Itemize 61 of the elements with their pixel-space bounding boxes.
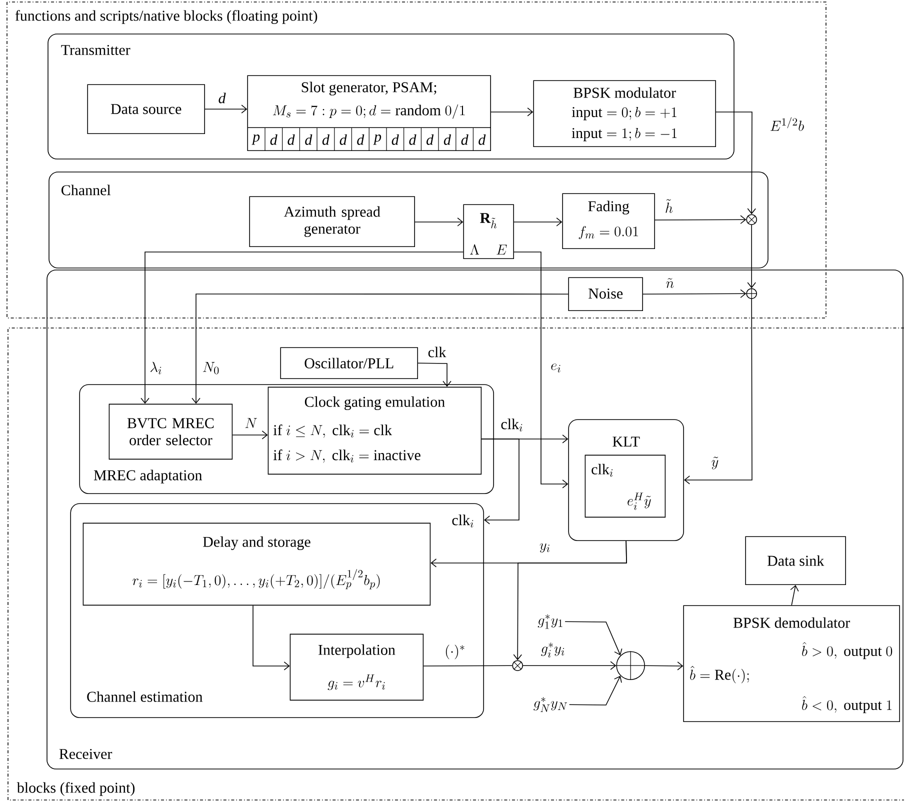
process-box: Oscillator/PLL: [280, 347, 418, 379]
arrow: [414, 218, 464, 226]
process-box: Data sink: [745, 536, 846, 585]
process-box: $\text{clk}_i$ $e_i^H \tilde{y}$: [584, 454, 666, 518]
arrow: [747, 224, 756, 288]
process-box: BPSK demodulator $\hat{b} > 0,\ \text{output } 0$ $\hat{b} = \text{Re}(\cdot);$ $\hat{b} < 0,\ \text{output } 1$: [683, 605, 900, 722]
arrow: [642, 289, 746, 298]
multiplier-symbol: [746, 214, 757, 225]
edge-label: $e_i$: [550, 362, 562, 374]
adder-symbol: [746, 288, 758, 300]
arrow: [140, 252, 464, 404]
process-box: Azimuth spread generator: [249, 196, 415, 247]
region-title: functions and scripts/native blocks (floating point): [15, 10, 318, 24]
arrow: [654, 215, 746, 224]
adder-symbol: [616, 650, 646, 680]
process-box: BPSK modulator $\text{input} = 0; b = +1$ $\text{input} = 1; b = -1$: [533, 80, 716, 147]
arrow: [514, 218, 562, 226]
arrow: [514, 252, 568, 488]
process-box: Fading $f_m = 0.01$: [562, 193, 655, 249]
arrow: [513, 540, 627, 660]
edge-label: $(\cdot)^*$: [444, 644, 466, 660]
arrow: [481, 438, 520, 524]
edge-label: $\text{clk}_i$: [500, 418, 524, 432]
edge-label: $y_i$: [538, 542, 552, 554]
edge-label: $\tilde{n}$: [664, 277, 676, 289]
process-box: Data source: [87, 84, 206, 134]
process-box: Delay and storage $r_i = [y_i(-T_1,0),\ldots,y_i(+T_2,0)]/(E_p^{1/2} b_p)$: [82, 522, 431, 606]
process-box: Interpolation $g_i = v^H r_i$: [290, 634, 424, 701]
multiplier-symbol: [512, 660, 523, 671]
arrow: [684, 298, 752, 484]
edge-label: $g_i^* y_i$: [540, 642, 566, 658]
arrow: [418, 362, 452, 387]
edge-label: $\text{clk}_i$: [450, 514, 476, 528]
arrow: [790, 585, 799, 606]
process-box: BVTC MREC order selector: [108, 404, 233, 460]
arrow: [192, 294, 569, 404]
arrow: [490, 108, 534, 116]
arrow: [522, 661, 616, 670]
edge-label: $\text{clk}$: [426, 346, 448, 358]
edge-label: $E^{1/2} b$: [768, 116, 806, 132]
edge-label: $N$: [244, 417, 258, 429]
edge-label: $\lambda_i$: [148, 360, 164, 376]
slot-generator-box: Slot generator, PSAM; $M_s = 7 : p = 0; d = \text{random } 0/1$ p d d d d d d p d d d d d d: [247, 75, 491, 151]
signal-label: $g_1^* y_1$: [538, 614, 562, 629]
arrow: [232, 430, 268, 440]
edge-label: $\tilde{h}$: [664, 198, 674, 214]
arrow: [564, 621, 622, 656]
process-box: Noise: [568, 277, 643, 311]
process-box: Clock gating emulation $\text{if } i \le N,\ \text{clk}_i = \text{clk}$ $\text{if } i > N,\ \text{clk}_i = \text{inactive}$: [268, 386, 482, 475]
edge-label: d: [217, 92, 227, 104]
arrow: [568, 676, 622, 706]
edge-label: $\tilde{y}$: [710, 456, 720, 470]
connector-line: [423, 665, 513, 666]
region-title: blocks (fixed point): [16, 782, 135, 796]
arrow: [204, 104, 248, 114]
arrow: [716, 112, 756, 214]
signal-label: $g_N^* y_N$: [534, 697, 568, 712]
arrow: [252, 605, 290, 670]
process-box: $\mathbf{R}_{\tilde{h}}$ $\Lambda$ $E$: [463, 204, 514, 259]
edge-label: $N_0$: [201, 361, 221, 375]
arrow: [644, 662, 684, 670]
